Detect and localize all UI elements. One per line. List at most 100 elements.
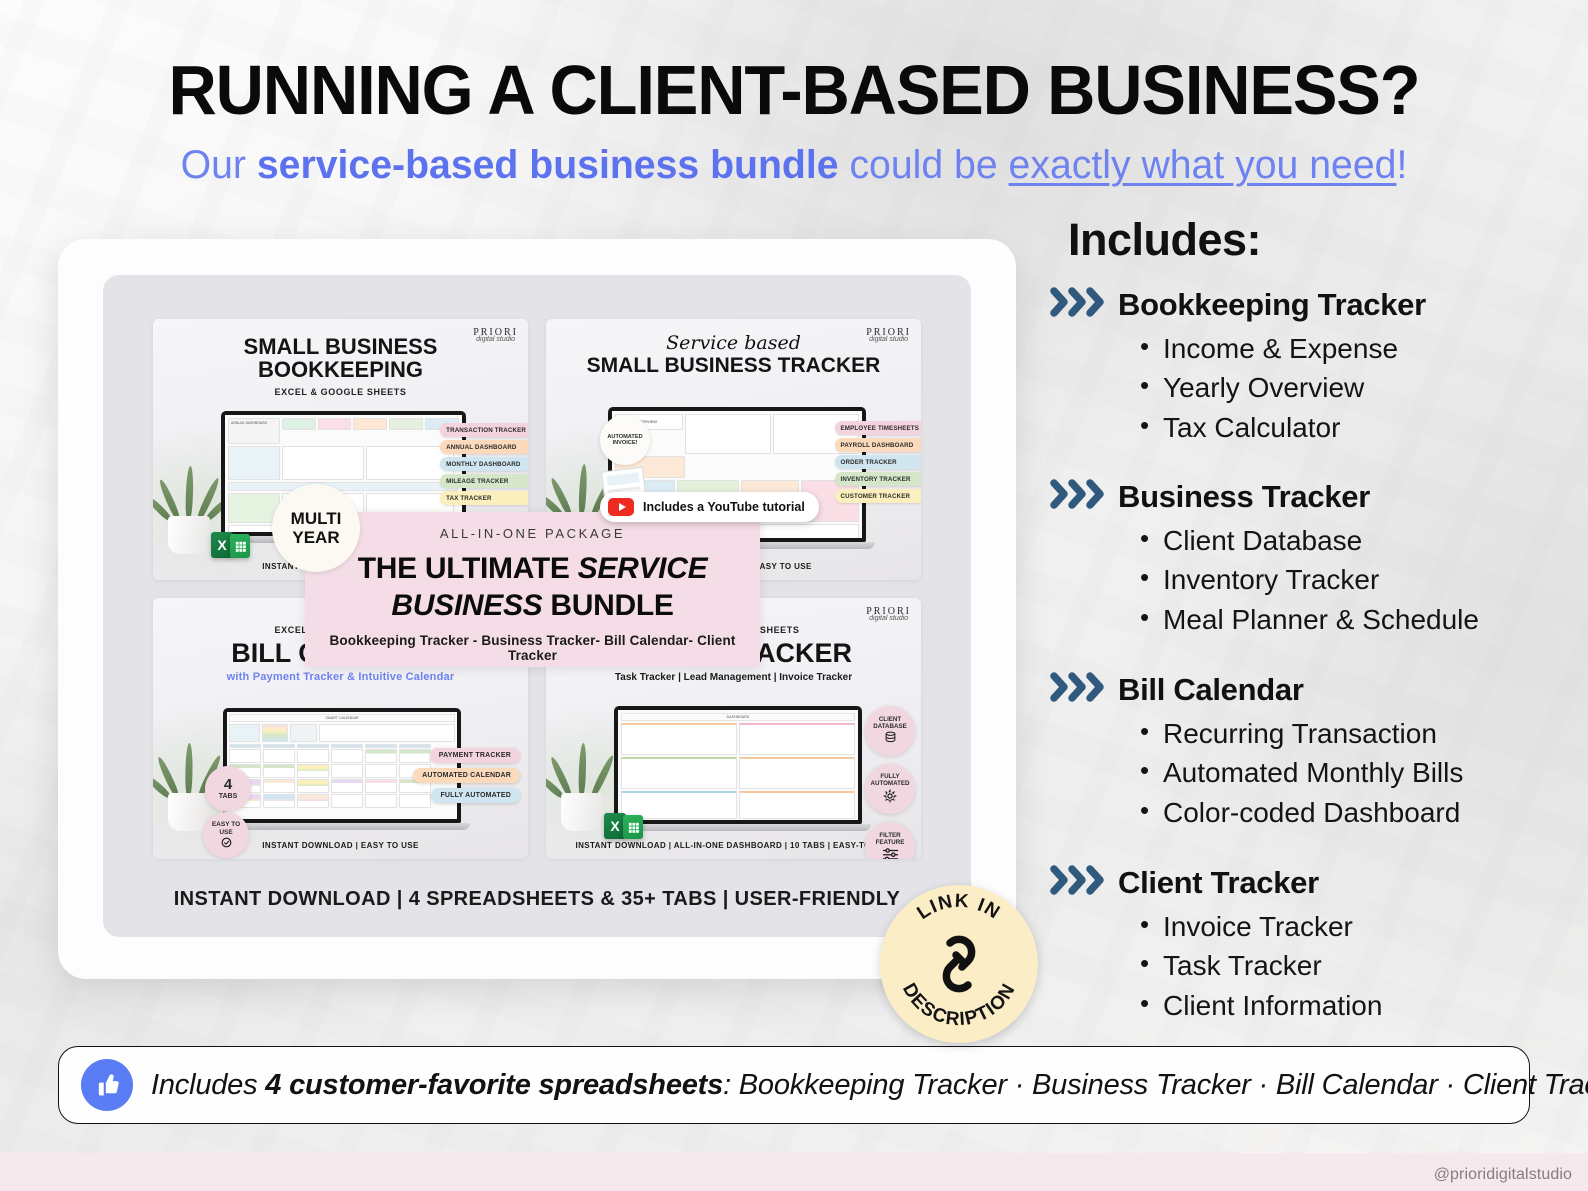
footer-callout-text: Includes 4 customer-favorite spreadsheet…	[151, 1069, 1588, 1102]
includes-group-bookkeeping: Bookkeeping Tracker Income & Expense Yea…	[1048, 285, 1568, 447]
google-sheets-icon	[230, 534, 250, 558]
chain-link-icon	[942, 935, 976, 993]
feature-tab[interactable]: TRANSACTION TRACKER	[440, 423, 528, 437]
feature-list: Invoice Tracker Task Tracker Client Info…	[1140, 906, 1568, 1025]
filter-sliders-icon	[882, 848, 898, 859]
footer-bold: 4 customer-favorite spreadsheets	[265, 1068, 724, 1101]
feature-list: Income & Expense Yearly Overview Tax Cal…	[1140, 328, 1568, 447]
multi-year-badge: MULTI YEAR	[272, 484, 360, 572]
feature-pill[interactable]: AUTOMATED CALENDAR	[413, 768, 520, 783]
subhead-pre: Our	[180, 143, 257, 187]
plant-decoration	[153, 462, 231, 554]
includes-heading: Includes:	[1068, 214, 1262, 265]
card-footer: INSTANT DOWNLOAD | EASY TO USE	[262, 841, 419, 850]
watermark: @prioridigitalstudio	[1433, 1166, 1572, 1183]
excel-icon: X	[211, 532, 233, 558]
card-title: SMALL BUSINESS BOOKKEEPING EXCEL & GOOGL…	[243, 334, 438, 397]
feature-tab-list: EMPLOYEE TIMESHEETS PAYROLL DASHBOARD OR…	[834, 421, 921, 503]
list-item: Client Information	[1140, 985, 1568, 1025]
triple-chevron-icon	[1048, 863, 1106, 902]
stamp-curved-text: LINK IN DESCRIPTION	[898, 891, 1019, 1031]
includes-group-business: Business Tracker Client Database Invento…	[1048, 477, 1568, 639]
page-title: RUNNING A CLIENT-BASED BUSINESS?	[168, 51, 1421, 129]
subhead-end: !	[1396, 143, 1408, 187]
easy-to-use-badge: EASY TO USE	[203, 812, 249, 858]
list-item: Meal Planner & Schedule	[1140, 599, 1568, 639]
brand-logo: PRIORI digital studio	[866, 327, 911, 343]
client-database-badge: CLIENT DATABASE	[865, 706, 915, 756]
subhead-bold: service-based business bundle	[256, 143, 839, 187]
feature-tab[interactable]: TAX TRACKER	[440, 491, 528, 505]
triple-chevron-icon	[1048, 477, 1106, 516]
bundle-overlay-label: ALL-IN-ONE PACKAGE THE ULTIMATE SERVICE …	[305, 512, 760, 667]
automated-invoice-callout: AUTOMATED INVOICE!	[600, 415, 650, 465]
subheadline: Our service-based business bundle could …	[16, 143, 1572, 188]
triple-chevron-icon	[1048, 670, 1106, 709]
database-icon	[885, 731, 895, 743]
list-item: Invoice Tracker	[1140, 906, 1568, 946]
filter-feature-badge: FILTER FEATURE	[865, 822, 915, 859]
svg-text:LINK IN: LINK IN	[913, 891, 1004, 924]
overlay-title: THE ULTIMATE SERVICE BUSINESS BUNDLE	[357, 552, 708, 623]
card-footer: INSTANT DOWNLOAD | ALL-IN-ONE DASHBOARD …	[575, 841, 892, 850]
feature-tab[interactable]: PAYROLL DASHBOARD	[834, 438, 921, 452]
footer-callout-bar: Includes 4 customer-favorite spreadsheet…	[58, 1046, 1588, 1124]
excel-sheets-icons: X	[604, 813, 643, 839]
feature-tab[interactable]: MONTHLY DASHBOARD	[440, 457, 528, 471]
list-item: Color-coded Dashboard	[1140, 792, 1568, 832]
brand-logo: PRIORI digital studio	[473, 327, 518, 343]
feature-tab[interactable]: ORDER TRACKER	[834, 455, 921, 469]
bottom-strip	[0, 1153, 1588, 1191]
list-item: Task Tracker	[1140, 945, 1568, 985]
overlay-kicker: ALL-IN-ONE PACKAGE	[439, 526, 626, 541]
youtube-play-icon	[608, 498, 634, 516]
feature-list: Recurring Transaction Automated Monthly …	[1140, 713, 1568, 832]
footer-pre: Includes	[151, 1068, 266, 1101]
feature-tab[interactable]: ANNUAL DASHBOARD	[440, 440, 528, 454]
feature-tab[interactable]: MILEAGE TRACKER	[440, 474, 528, 488]
feature-list: Client Database Inventory Tracker Meal P…	[1140, 520, 1568, 639]
group-title: Bookkeeping Tracker	[1118, 286, 1426, 322]
link-in-description-stamp[interactable]: LINK IN DESCRIPTION	[880, 885, 1038, 1043]
group-title: Business Tracker	[1118, 478, 1370, 514]
fully-automated-badge: FULLY AUTOMATED	[865, 764, 915, 814]
tabs-count-badge: 4 TABS	[205, 766, 251, 812]
footer-post: : Bookkeeping Tracker · Business Tracker…	[723, 1068, 1588, 1101]
feature-pill-list: PAYMENT TRACKER AUTOMATED CALENDAR FULLY…	[413, 748, 520, 803]
feature-tab[interactable]: INVENTORY TRACKER	[834, 472, 921, 486]
includes-group-bill-calendar: Bill Calendar Recurring Transaction Auto…	[1048, 670, 1568, 832]
excel-sheets-icons: X	[211, 532, 250, 558]
list-item: Income & Expense	[1140, 328, 1568, 368]
feature-tab-list: TRANSACTION TRACKER ANNUAL DASHBOARD MON…	[440, 423, 528, 505]
card-title: Service based SMALL BUSINESS TRACKER	[586, 332, 881, 378]
list-item: Yearly Overview	[1140, 367, 1568, 407]
list-item: Recurring Transaction	[1140, 713, 1568, 753]
feature-pill[interactable]: PAYMENT TRACKER	[429, 748, 520, 763]
includes-group-client-tracker: Client Tracker Invoice Tracker Task Trac…	[1048, 863, 1568, 1025]
subhead-underline: exactly what you need	[1008, 143, 1397, 187]
triple-chevron-icon	[1048, 285, 1106, 324]
feature-pill[interactable]: FULLY AUTOMATED	[431, 788, 520, 803]
plant-decoration	[153, 739, 223, 831]
checkmark-gear-icon	[221, 837, 231, 848]
plant-decoration	[546, 739, 616, 831]
laptop-mockup: DASHBOARD	[605, 706, 871, 831]
panel-footer-text: INSTANT DOWNLOAD | 4 SPREADSHEETS & 35+ …	[173, 888, 901, 910]
subhead-mid: could be	[838, 143, 1009, 187]
gear-refresh-icon	[883, 789, 897, 803]
list-item: Client Database	[1140, 520, 1568, 560]
feature-tab[interactable]: CUSTOMER TRACKER	[834, 489, 921, 503]
thumbs-up-icon	[81, 1059, 133, 1111]
overlay-subtitle: Bookkeeping Tracker - Business Tracker- …	[329, 633, 736, 664]
google-sheets-icon	[623, 815, 643, 839]
list-item: Tax Calculator	[1140, 407, 1568, 447]
youtube-badge-label: Includes a YouTube tutorial	[643, 500, 805, 514]
list-item: Automated Monthly Bills	[1140, 752, 1568, 792]
list-item: Inventory Tracker	[1140, 559, 1568, 599]
feature-tab[interactable]: EMPLOYEE TIMESHEETS	[834, 421, 921, 435]
group-title: Client Tracker	[1118, 864, 1319, 900]
group-title: Bill Calendar	[1118, 671, 1304, 707]
brand-logo: PRIORI digital studio	[866, 606, 911, 622]
youtube-tutorial-badge[interactable]: Includes a YouTube tutorial	[600, 492, 819, 522]
